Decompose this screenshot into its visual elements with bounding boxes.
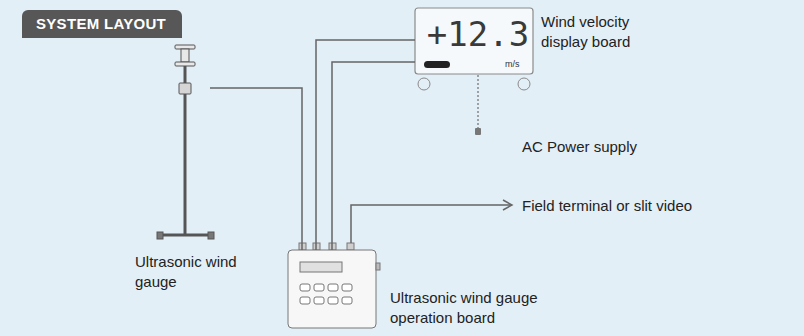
section-title: SYSTEM LAYOUT: [22, 10, 182, 38]
operation-board-figure: [288, 243, 380, 328]
signal-cable: [332, 62, 415, 250]
power-label: AC Power supply: [522, 137, 637, 157]
display-board: +12.3: [415, 8, 541, 74]
signal-cable: [210, 88, 302, 250]
device-caption: Ultrasonic wind gauge operation board: [390, 288, 570, 327]
signal-cable: [316, 40, 415, 250]
wind-gauge-figure: [157, 45, 214, 239]
device-label: Wind velocity display board: [541, 12, 659, 51]
velocity-readout: +12.3: [415, 14, 541, 54]
output-label: Field terminal or slit video: [522, 196, 692, 216]
unit-label: m/s: [505, 60, 520, 70]
field-output-arrow: [351, 200, 512, 243]
operation-board: Ultrasonic wind gauge operation board: [288, 250, 376, 328]
device-caption: Ultrasonic wind gauge: [135, 252, 260, 291]
wind-gauge: Ultrasonic wind gauge: [160, 45, 210, 237]
